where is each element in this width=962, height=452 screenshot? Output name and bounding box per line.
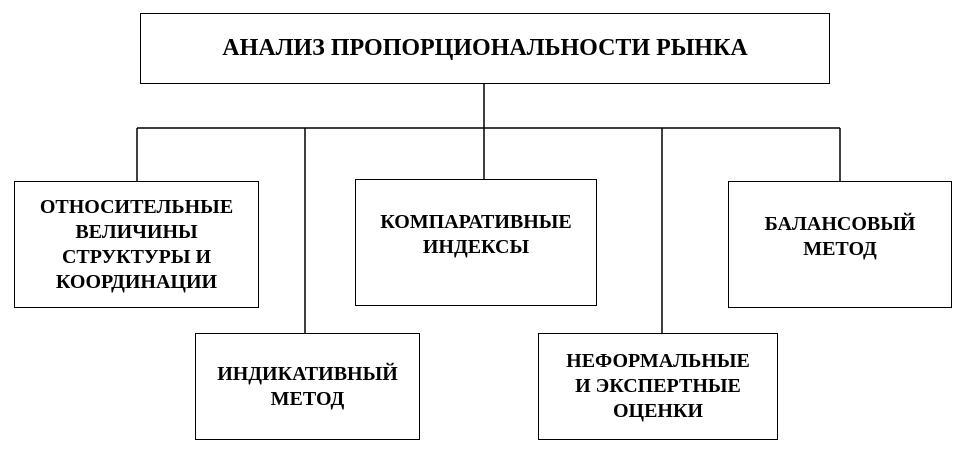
node-informal-estimates-label: НЕФОРМАЛЬНЫЕ И ЭКСПЕРТНЫЕ ОЦЕНКИ [566, 350, 750, 422]
node-balance-method: БАЛАНСОВЫЙ МЕТОД [728, 181, 952, 308]
node-comparative-indices: КОМПАРАТИВНЫЕ ИНДЕКСЫ [355, 179, 597, 306]
node-informal-estimates: НЕФОРМАЛЬНЫЕ И ЭКСПЕРТНЫЕ ОЦЕНКИ [538, 333, 778, 440]
root-node-label: АНАЛИЗ ПРОПОРЦИОНАЛЬНОСТИ РЫНКА [222, 35, 748, 61]
root-node: АНАЛИЗ ПРОПОРЦИОНАЛЬНОСТИ РЫНКА [140, 13, 830, 84]
node-comparative-indices-label: КОМПАРАТИВНЫЕ ИНДЕКСЫ [380, 211, 572, 258]
node-relative-values: ОТНОСИТЕЛЬНЫЕ ВЕЛИЧИНЫ СТРУКТУРЫ И КООРД… [14, 181, 259, 308]
node-indicative-method: ИНДИКАТИВНЫЙ МЕТОД [195, 333, 420, 440]
node-balance-method-label: БАЛАНСОВЫЙ МЕТОД [764, 213, 916, 260]
node-relative-values-label: ОТНОСИТЕЛЬНЫЕ ВЕЛИЧИНЫ СТРУКТУРЫ И КООРД… [39, 195, 234, 293]
node-indicative-method-label: ИНДИКАТИВНЫЙ МЕТОД [217, 362, 398, 410]
